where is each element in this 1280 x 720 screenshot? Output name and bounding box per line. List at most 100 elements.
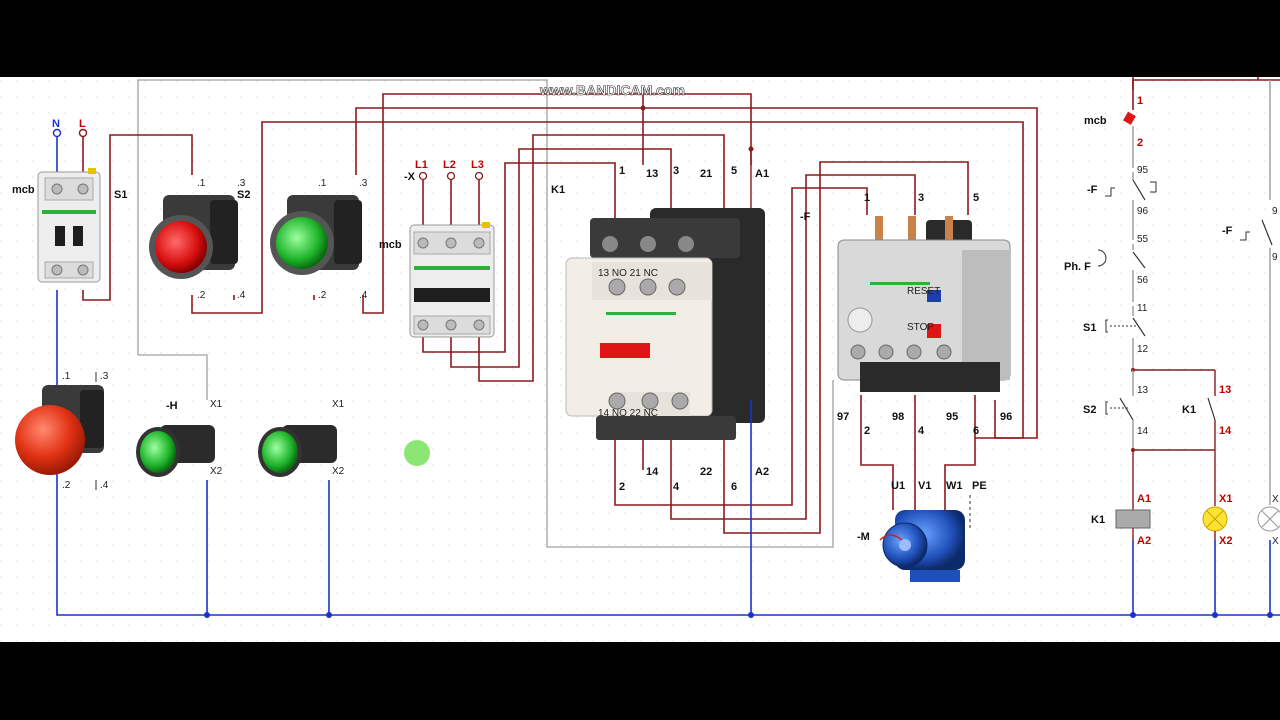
gray-control-wires (137, 79, 834, 548)
sch-edge-9a: 9 (1272, 206, 1278, 217)
estop-t1: .1 (62, 371, 71, 382)
s1-t1: .1 (197, 178, 206, 189)
relay-96: 96 (1000, 411, 1012, 423)
mcb3-label: mcb (379, 239, 402, 251)
relay-out4: 4 (918, 425, 925, 437)
sch-f-label: -F (1087, 184, 1098, 196)
sch-ph-label: Ph. F (1064, 261, 1091, 273)
s1-t4: .4 (237, 290, 246, 301)
l-terminal[interactable] (78, 128, 88, 138)
relay-reset: RESET (907, 286, 940, 297)
schematic-lamp-2 (1257, 506, 1280, 532)
sch-f-95: 95 (1137, 165, 1149, 176)
sch-edge-x2: X (1272, 536, 1279, 547)
sch-f-96: 96 (1137, 206, 1149, 217)
sch-mcb-2: 2 (1137, 137, 1143, 149)
motor[interactable] (879, 510, 965, 582)
emergency-stop-button[interactable] (15, 372, 104, 490)
sch-s1-11: 11 (1137, 303, 1148, 314)
contactor-a1: A1 (755, 168, 769, 180)
contactor-b4: 4 (673, 481, 680, 493)
relay-stop: STOP (907, 322, 934, 333)
s1-label: S1 (114, 189, 127, 201)
sch-mcb-label: mcb (1084, 115, 1107, 127)
sch-edge-x1: X (1272, 494, 1279, 505)
relay-out6: 6 (973, 425, 979, 437)
sch-k1-13: 13 (1219, 384, 1231, 396)
s1-t3: .3 (237, 178, 246, 189)
sch-s2-14: 14 (1137, 426, 1149, 437)
relay-97: 97 (837, 411, 849, 423)
pilot-lamp-1[interactable] (136, 425, 215, 477)
mcb-label: mcb (12, 184, 35, 196)
s2-t1: .1 (318, 178, 327, 189)
relay-95: 95 (946, 411, 958, 423)
phase-wires (82, 93, 1038, 534)
lamp2-x1: X1 (332, 399, 345, 410)
lamp1-x1: X1 (210, 399, 223, 410)
l2-label: L2 (443, 159, 456, 171)
contactor-label: K1 (551, 184, 565, 196)
mcb-1p[interactable] (37, 168, 101, 283)
relay-out2: 2 (864, 425, 870, 437)
motor-pe: PE (972, 480, 987, 492)
overload-relay[interactable] (837, 216, 1011, 392)
estop-t3: .3 (100, 371, 109, 382)
sch-coil-label: K1 (1091, 514, 1105, 526)
contactor-t3: 3 (673, 165, 679, 177)
sch-lamp-x2: X2 (1219, 535, 1232, 547)
l-label: L (79, 118, 86, 130)
motor-w1: W1 (946, 480, 963, 492)
contactor-b22: 22 (700, 466, 712, 478)
s2-pushbutton[interactable] (270, 195, 362, 275)
l3-label: L3 (471, 159, 484, 171)
contactor-face-bottom: 14 NO 22 NC (598, 408, 658, 419)
schematic-coil (1115, 509, 1151, 529)
contactor-t21: 21 (700, 168, 712, 180)
n-terminal[interactable] (52, 128, 62, 138)
sch-coil-a1: A1 (1137, 493, 1151, 505)
s1-t2: .2 (197, 290, 206, 301)
pilot-lamp-2[interactable] (258, 425, 337, 477)
sch-s2-13: 13 (1137, 385, 1149, 396)
contactor-b14: 14 (646, 466, 659, 478)
estop-t4: .4 (100, 480, 109, 491)
n-label: N (52, 118, 60, 130)
schematic (1097, 77, 1280, 540)
estop-t2: .2 (62, 480, 71, 491)
cursor-highlight (404, 440, 430, 466)
l1-label: L1 (415, 159, 428, 171)
s1-pushbutton[interactable] (149, 195, 238, 279)
x-label: -X (404, 171, 416, 183)
relay-98: 98 (892, 411, 904, 423)
sch-s1-12: 12 (1137, 344, 1149, 355)
schematic-mcb (1123, 111, 1136, 125)
s2-label: S2 (237, 189, 250, 201)
lamp2-x2: X2 (332, 466, 345, 477)
sch-f2-label: -F (1222, 225, 1233, 237)
neutral-junctions (204, 612, 1273, 618)
sch-s1-label: S1 (1083, 322, 1096, 334)
contactor-t1: 1 (619, 165, 625, 177)
relay-t5: 5 (973, 192, 979, 204)
sch-coil-a2: A2 (1137, 535, 1151, 547)
contactor-t13: 13 (646, 168, 658, 180)
s2-t3: .3 (359, 178, 368, 189)
watermark: www.BANDICAM.com (539, 82, 685, 98)
sch-k1-14: 14 (1219, 425, 1232, 437)
mcb-3p[interactable] (409, 222, 495, 338)
contactor-face-top: 13 NO 21 NC (598, 268, 658, 279)
relay-label: -F (800, 211, 811, 223)
contactor-t5: 5 (731, 165, 737, 177)
relay-t1: 1 (864, 192, 870, 204)
sch-lamp-x1: X1 (1219, 493, 1232, 505)
contactor-b2: 2 (619, 481, 625, 493)
sch-mcb-1: 1 (1137, 95, 1143, 107)
contactor-a2: A2 (755, 466, 769, 478)
sch-ph-56: 56 (1137, 275, 1149, 286)
contactor-b6: 6 (731, 481, 737, 493)
sch-s2-label: S2 (1083, 404, 1096, 416)
contactor-k1[interactable] (565, 208, 765, 440)
motor-v1: V1 (918, 480, 931, 492)
